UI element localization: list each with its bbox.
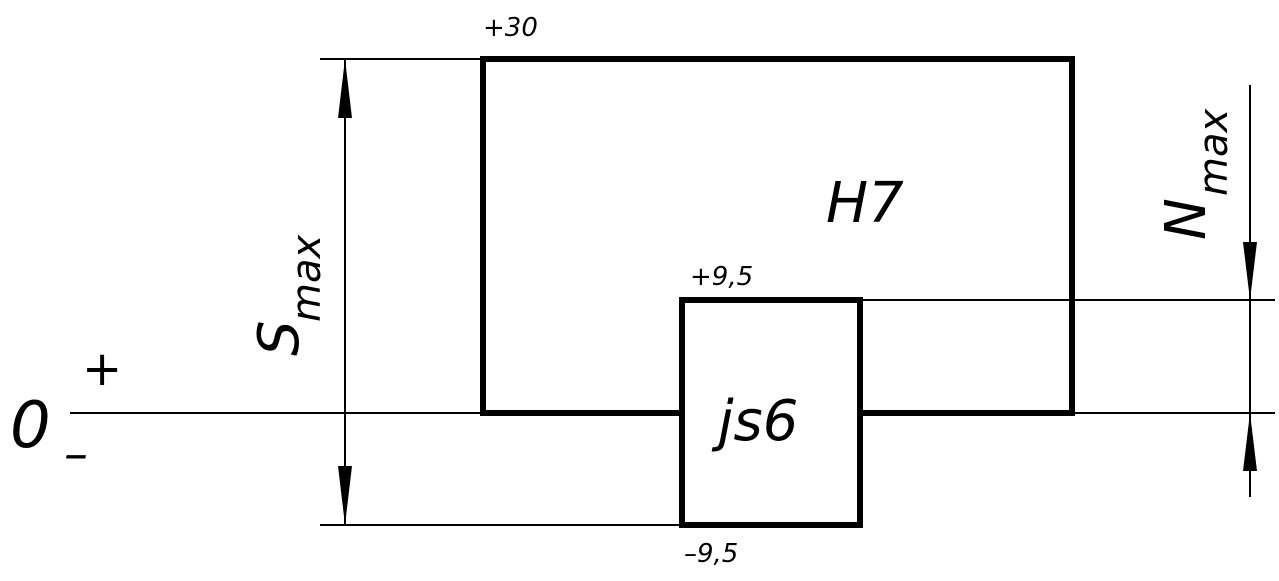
max-clearance-dimension (338, 59, 352, 525)
arrow-up-icon (1243, 413, 1257, 471)
max-clearance-label: S (247, 320, 312, 356)
shaft-zone-label: js6 (711, 389, 798, 454)
shaft-lower-deviation: –9,5 (684, 539, 738, 569)
max-interference-label: N (1154, 198, 1219, 240)
hole-zone-label: H7 (826, 171, 904, 236)
extension-lines (320, 58, 1275, 526)
zero-line-label: 0 (10, 389, 51, 463)
shaft-upper-deviation: +9,5 (690, 262, 753, 292)
minus-sign: – (64, 426, 88, 482)
arrow-up-icon (338, 59, 352, 118)
arrow-down-icon (338, 466, 352, 525)
max-clearance-subscript: max (284, 235, 330, 322)
plus-sign: + (82, 341, 122, 397)
max-interference-subscript: max (1191, 109, 1237, 196)
shaft-tolerance-zone (679, 297, 863, 528)
max-interference-dimension (1243, 85, 1257, 497)
hole-upper-deviation: +30 (483, 13, 538, 43)
arrow-down-icon (1243, 242, 1257, 300)
